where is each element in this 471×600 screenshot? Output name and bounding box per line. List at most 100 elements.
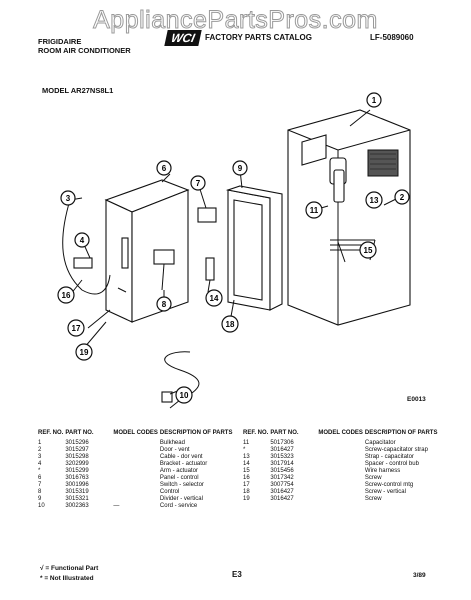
description-cell: Bracket - actuator [159,460,208,467]
table-header-row: REF. NO. PART NO. MODEL CODES DESCRIPTIO… [243,430,439,440]
callout-15: 15 [359,241,377,259]
model-code-cell [318,475,365,482]
model-code-cell [113,461,160,468]
part-number-cell: 3015296 [65,439,89,446]
callout-11: 11 [305,201,323,219]
part-number-cell: 3016427 [270,489,294,496]
description-cell: Divider - vertical [159,496,203,503]
model-code-cell [318,440,365,447]
control-part [153,249,175,291]
model-code-cell [318,461,365,468]
part-number-cell: 3015321 [65,496,89,503]
callout-1: 1 [366,92,382,108]
callout-13: 13 [365,191,383,209]
parts-table-right: REF. NO. PART NO. MODEL CODES DESCRIPTIO… [243,430,439,503]
part-number-cell: 5017306 [270,439,294,446]
model-header: MODEL CODES [318,430,363,436]
part-number-cell: 3015456 [270,467,294,474]
product-type: ROOM AIR CONDITIONER [38,46,131,55]
description-cell: Strap - capacitator [364,453,414,460]
part-number-cell: 3017342 [270,474,294,481]
exploded-diagram: 1 2 3 4 6 7 8 9 10 11 13 14 15 16 17 19 … [57,92,411,409]
ref-cell: 17 [243,482,250,489]
description-cell: Screw-capacitator strap [364,446,428,453]
ref-cell: 15 [243,467,250,474]
vent-cable-part [62,199,111,295]
ref-cell: * [38,467,41,474]
model-code-cell [318,496,365,503]
vertical-divider-part [225,185,283,311]
model-code-cell [318,468,365,475]
description-cell: Cord - service [159,503,198,510]
part-number-cell: 3016427 [270,496,294,503]
ref-cell: 7 [38,482,42,489]
callout-6: 6 [156,160,172,176]
ref-cell: 19 [243,496,250,503]
part-number-cell: 3015299 [65,467,89,474]
ref-cell: 18 [243,489,250,496]
svg-text:16: 16 [62,291,71,300]
svg-text:1: 1 [372,96,377,105]
callout-8: 8 [156,296,172,312]
description-cell: Control [159,489,180,496]
model-code-cell [113,454,160,461]
table-row: 1 3015296 Bulkhead [38,440,234,447]
svg-text:2: 2 [400,193,405,202]
bulkhead-part [287,109,411,326]
svg-text:4: 4 [80,236,85,245]
part-number-cell: 3015323 [270,453,294,460]
part-header: PART NO. [65,430,94,436]
part-header: PART NO. [270,430,299,436]
description-cell: Arm - actuator [159,467,198,474]
ref-cell: 16 [243,474,250,481]
part-number-cell: 3007754 [270,482,294,489]
brand-name: FRIGIDAIRE [38,37,82,46]
description-cell: Screw [364,496,382,503]
selector-switch-part [197,207,217,223]
description-cell: Door - vent [159,446,190,453]
ref-header: REF. NO. [243,430,269,436]
parts-table-left: REF. NO. PART NO. MODEL CODES DESCRIPTIO… [38,430,234,510]
model-code-cell [318,454,365,461]
description-cell: Wire harness [364,467,401,474]
model-code-cell [318,489,365,496]
description-cell: Bulkhead [159,439,185,446]
svg-text:9: 9 [238,164,243,173]
catalog-title: FACTORY PARTS CATALOG [205,33,312,42]
model-code-cell [113,496,160,503]
model-code-cell [318,447,365,454]
description-cell: Cable - dor vent [159,453,203,460]
model-code-cell [113,482,160,489]
page-number: E3 [232,570,242,579]
model-header: MODEL CODES [113,430,158,436]
diagram-code: E0013 [407,396,426,403]
part-number-cell: 3017914 [270,460,294,467]
ref-cell: 13 [243,453,250,460]
catalog-code: LF-5089060 [370,33,414,42]
callout-10: 10 [175,386,193,404]
table-row: 13 3015323 Strap - capacitator [243,454,439,461]
callout-2: 2 [394,189,410,205]
model-code-cell [113,447,160,454]
description-cell: Spacer - control bub [364,460,419,467]
model-code-cell [113,475,160,482]
revision-date: 3/89 [413,572,426,579]
control-panel-part [104,179,190,323]
wci-logo: WCI [164,30,202,46]
ref-cell: 9 [38,496,42,503]
description-cell: Screw - vertical [364,489,406,496]
ref-cell: 11 [243,439,250,446]
ref-cell: 1 [38,439,42,446]
ref-cell: 8 [38,489,42,496]
ref-cell: 10 [38,503,45,510]
model-label: MODEL AR27NS8L1 [42,86,114,95]
svg-text:3: 3 [66,194,71,203]
part-number-cell: 3016763 [65,474,89,481]
svg-text:18: 18 [226,320,235,329]
model-code-cell [113,468,160,475]
